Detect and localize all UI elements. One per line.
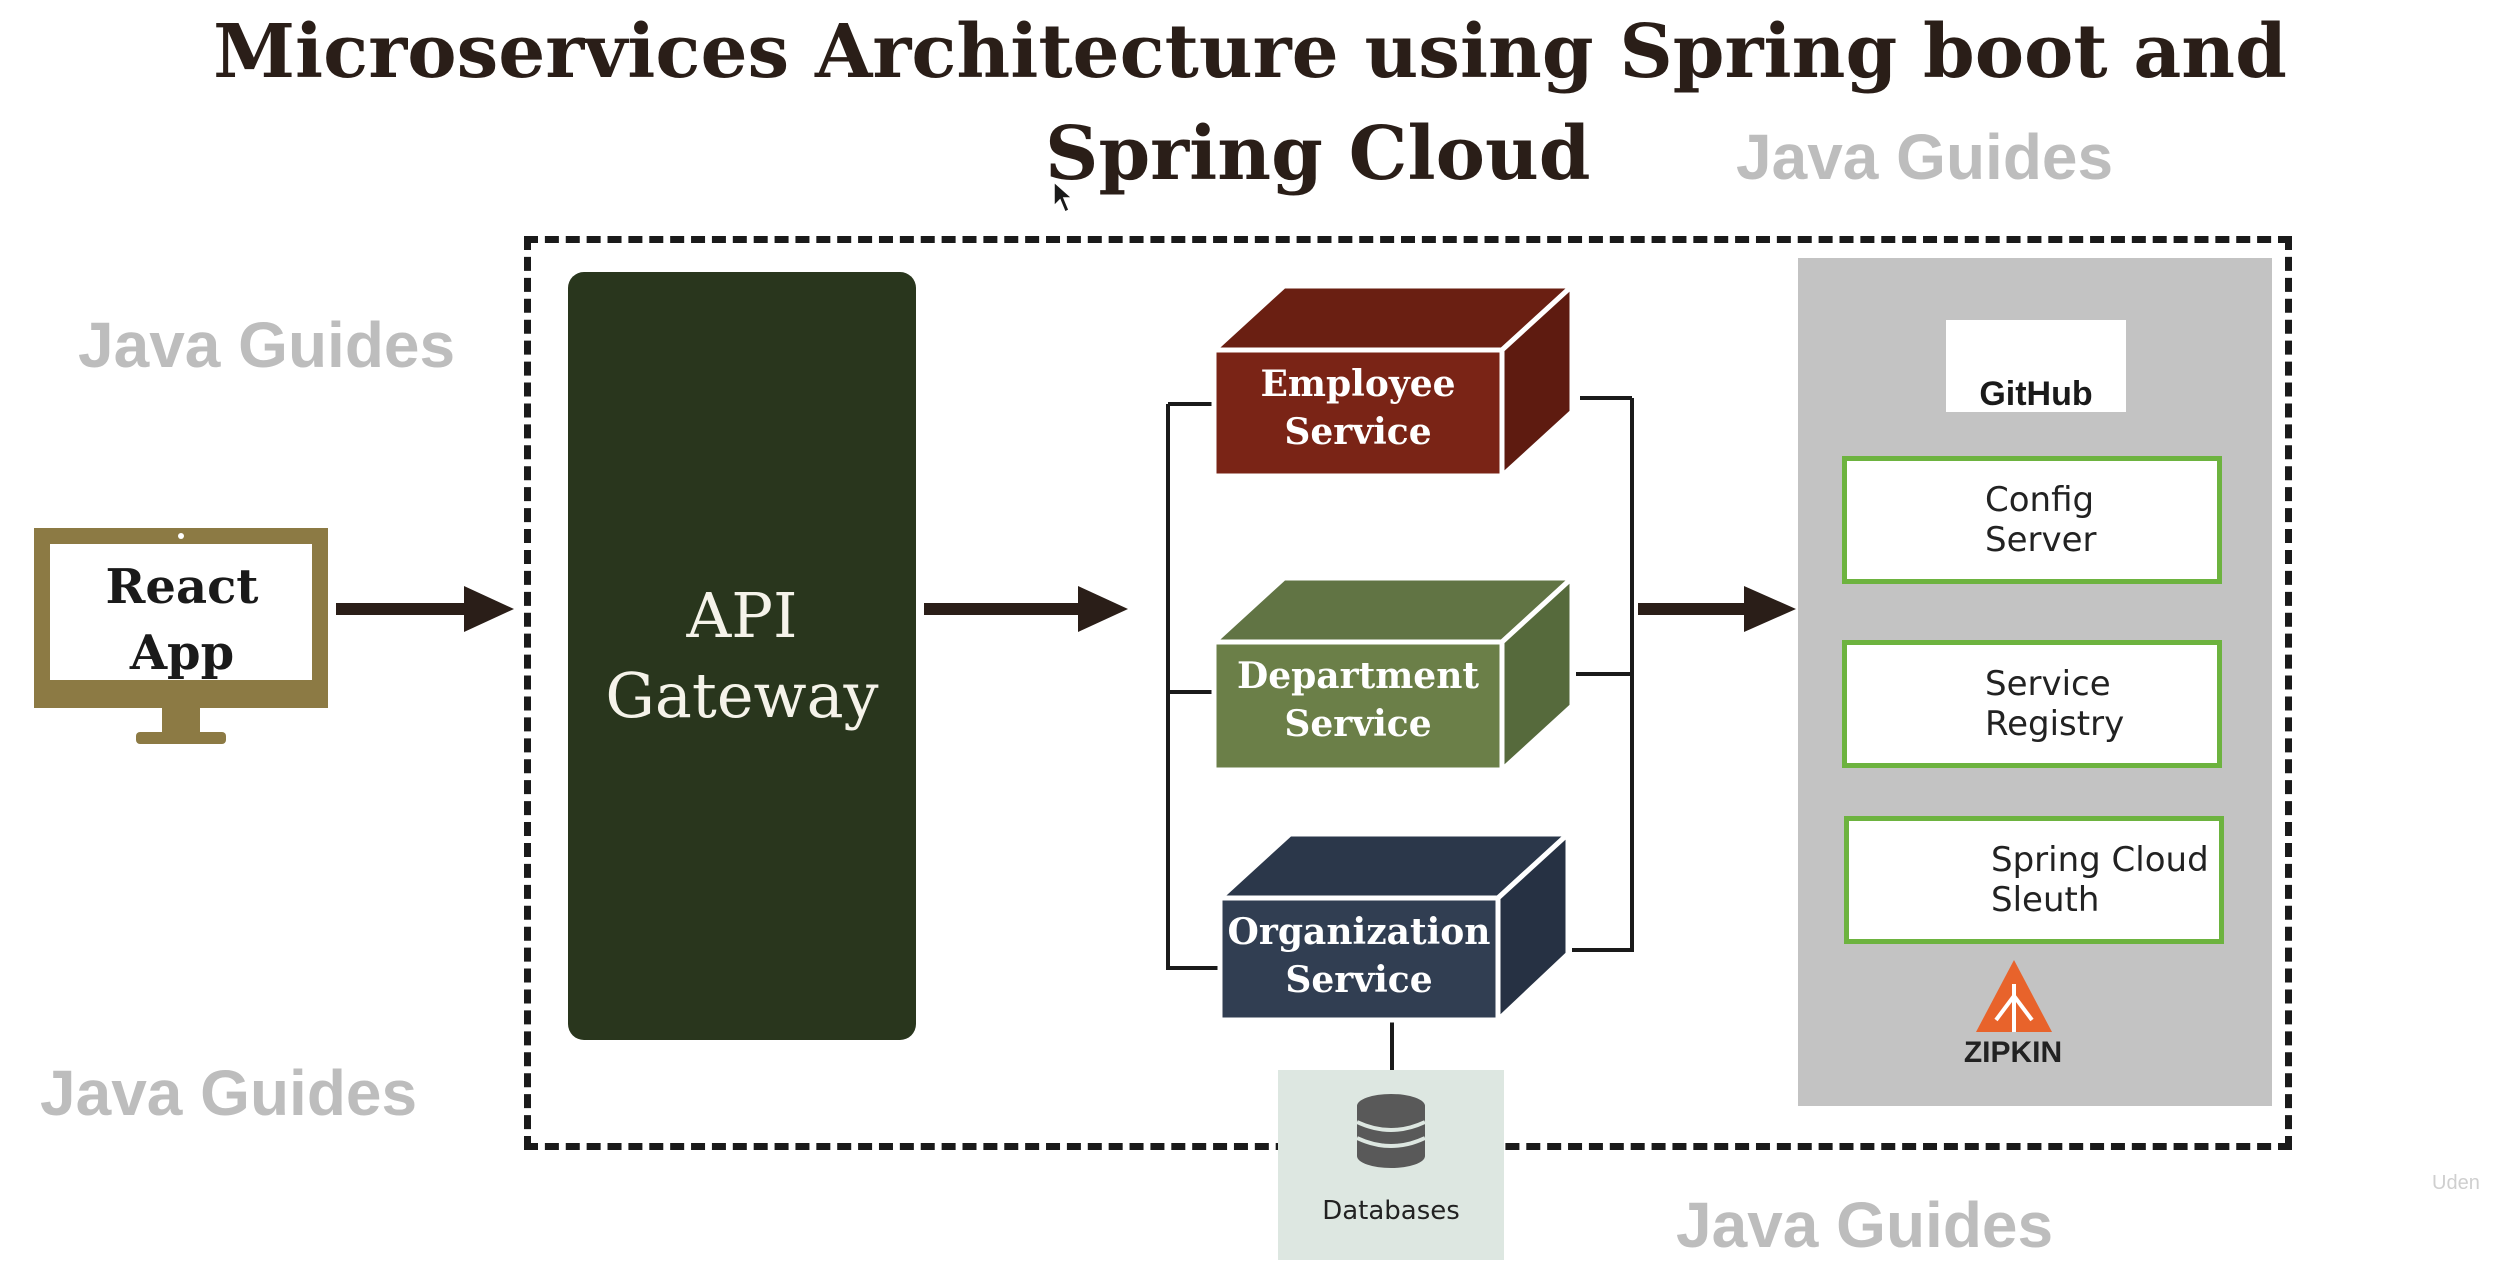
title-line-1: Microservices Architecture using Spring … <box>213 9 2287 95</box>
employee-service-label: Employee Service <box>1260 363 1456 453</box>
arrow-icon <box>1638 586 1796 632</box>
organization-service-label: Organization Service <box>1227 911 1491 1001</box>
spring-cloud-sleuth-label: Spring Cloud Sleuth <box>1991 840 2209 920</box>
arrow-icon <box>336 586 514 632</box>
department-service-label: Department Service <box>1236 655 1479 745</box>
organization-service-block <box>1213 828 1575 1026</box>
react-app-label: React App <box>105 559 259 681</box>
monitor-icon <box>34 528 328 744</box>
database-box <box>1278 1070 1504 1260</box>
api-gateway: API Gateway <box>568 272 916 1040</box>
api-gateway-label: API Gateway <box>605 579 879 732</box>
service-registry-box: Service Registry <box>1842 640 2222 768</box>
github-box: GitHub <box>1946 320 2126 412</box>
employee-service-block <box>1207 280 1579 482</box>
corner-logo-text: Uden <box>2432 1172 2480 1194</box>
title-line-2: Spring Cloud <box>1045 111 1591 197</box>
department-service-block <box>1207 572 1579 776</box>
cursor-icon <box>1053 180 1074 214</box>
spring-cloud-sleuth-box: Spring Cloud Sleuth <box>1844 816 2224 944</box>
database-label: Databases <box>1322 1196 1460 1226</box>
config-server-box: Config Server <box>1842 456 2222 584</box>
database-icon <box>1356 1094 1426 1168</box>
service-registry-label: Service Registry <box>1985 664 2125 744</box>
watermark-text: Java Guides <box>40 1057 418 1129</box>
watermark-text: Java Guides <box>1736 121 2114 193</box>
github-label: GitHub <box>1979 375 2093 413</box>
zipkin-icon <box>1976 960 2052 1032</box>
watermark-text: Java Guides <box>1676 1189 2054 1261</box>
arrow-icon <box>924 586 1128 632</box>
watermark-text: Java Guides <box>78 309 456 381</box>
zipkin-label: ZIPKIN <box>1963 1036 2063 1069</box>
config-server-label: Config Server <box>1985 480 2097 560</box>
service-connector-left <box>1166 402 1222 970</box>
service-connector-right <box>1572 396 1634 952</box>
